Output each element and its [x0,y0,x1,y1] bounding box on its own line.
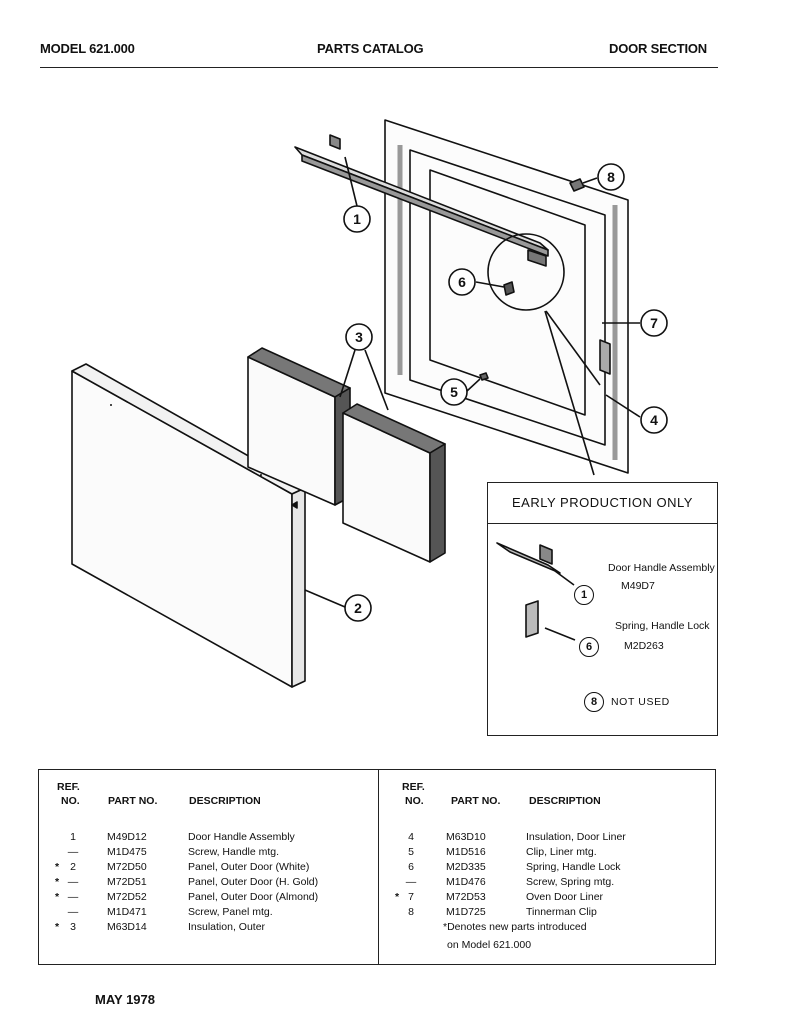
callout-label-4: 4 [650,412,658,428]
early-callout-8: 8 [584,692,604,712]
early-callout-1: 1 [574,585,594,605]
callout-label-2: 2 [354,600,362,616]
callout-6 [448,268,476,296]
liner-clip [479,372,489,381]
early-callout-6: 6 [579,637,599,657]
leader-line-3b [364,349,389,411]
detail-circle [487,233,565,311]
callout-label-5: 5 [450,384,458,400]
callout-label-1: 1 [353,211,361,227]
leader-line-1 [344,156,358,207]
early-not-used: NOT USED [611,696,670,708]
th-desc-right: DESCRIPTION [529,795,601,807]
table-column-divider [378,770,379,964]
callout-7 [640,309,668,337]
th-ref-right: REF. [402,781,425,793]
callout-label-3: 3 [355,329,363,345]
th-partno-right: PART NO. [451,795,501,807]
th-desc-left: DESCRIPTION [189,795,261,807]
th-no-right: NO. [405,795,424,807]
early-part-no-1: M49D7 [621,580,655,592]
early-part-no-6: M2D263 [624,640,664,652]
early-production-divider [488,523,717,524]
tinnerman-clip [569,178,585,192]
th-partno-left: PART NO. [108,795,158,807]
header-rule [40,67,718,68]
callout-1 [343,205,371,233]
callout-label-8: 8 [607,169,615,185]
early-handle-part [496,542,575,586]
callout-label-6: 6 [458,274,466,290]
footer-date: MAY 1978 [95,992,155,1007]
header-model: MODEL 621.000 [40,41,135,56]
callout-5 [440,378,468,406]
oven-door-liner [384,119,629,474]
callout-label-7: 7 [650,315,658,331]
leader-line-2 [304,589,346,608]
insulation-pad-right [342,403,446,563]
th-no-left: NO. [61,795,80,807]
exploded-door-diagram: 1 2 3 4 5 6 7 8 [71,119,668,688]
outer-door-panel [71,363,306,688]
early-production-title: EARLY PRODUCTION ONLY [512,495,693,510]
leader-line-3a [339,349,356,398]
insulation-pad-left [247,347,351,506]
early-spring-part [525,600,576,641]
callout-4 [640,406,668,434]
header-catalog-title: PARTS CATALOG [317,41,424,56]
early-desc-1: Door Handle Assembly [608,562,715,574]
callout-8 [597,163,625,191]
new-parts-note-line1: *Denotes new parts introduced [443,921,587,933]
callout-2 [344,594,372,622]
new-parts-note-line2: on Model 621.000 [447,939,532,951]
parts-table: REF. NO. PART NO. DESCRIPTION REF. NO. P… [38,769,716,965]
door-handle-assembly [294,134,549,267]
callout-3 [345,323,373,351]
header-section: DOOR SECTION [609,41,707,56]
th-ref-left: REF. [57,781,80,793]
early-desc-6: Spring, Handle Lock [615,620,710,632]
early-production-box: EARLY PRODUCTION ONLY 1 Door Handle Asse… [487,482,718,736]
